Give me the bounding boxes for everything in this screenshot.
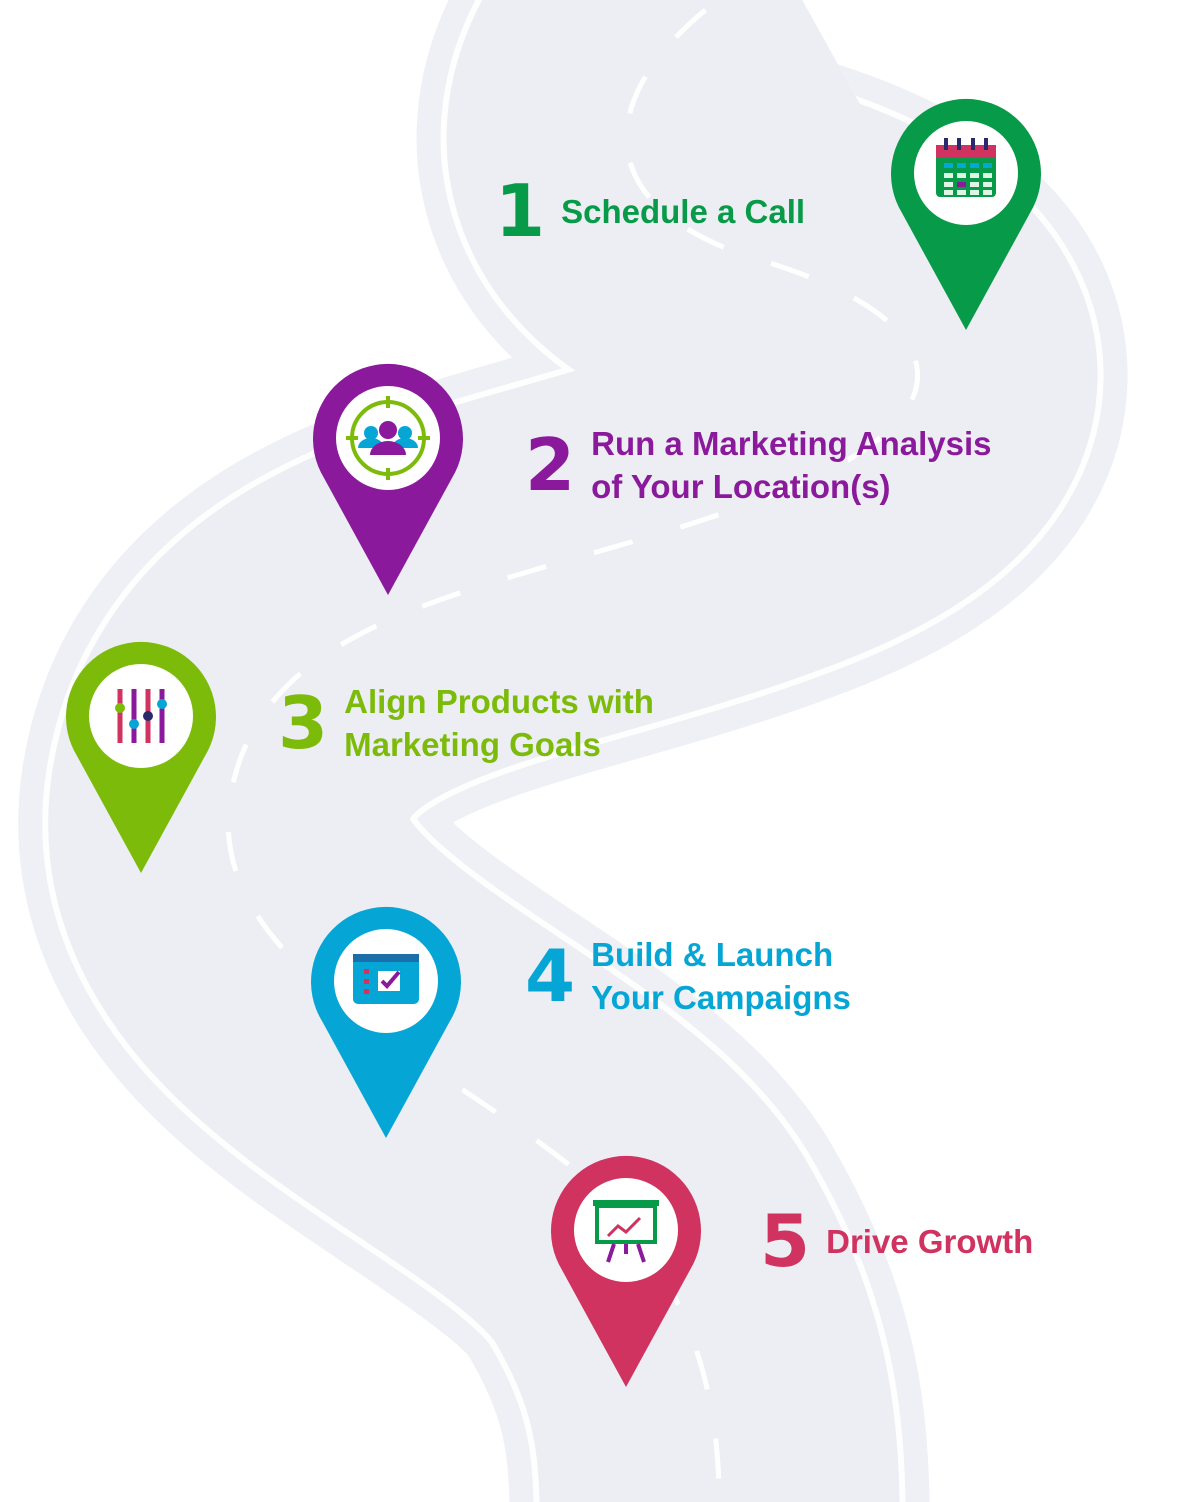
- presentation-chart-icon: [593, 1200, 659, 1263]
- step-label: Schedule a Call: [561, 190, 805, 233]
- step-5: 5 Drive Growth: [760, 1205, 1033, 1277]
- step-label-line: Your Campaigns: [591, 979, 851, 1016]
- map-pin-step-3: [65, 641, 216, 876]
- step-label-line: Schedule a Call: [561, 192, 806, 230]
- road-center-dashes: [225, 0, 920, 1502]
- map-pin-step-4: [311, 906, 461, 1141]
- step-label-line: of Your Location(s): [591, 468, 891, 505]
- step-label-line: Drive Growth: [826, 1222, 1034, 1260]
- step-label: Run a Marketing Analysis of Your Location…: [591, 422, 991, 508]
- step-number: 3: [278, 681, 329, 765]
- step-2: 2 Run a Marketing Analysis of Your Locati…: [525, 422, 992, 508]
- sliders-icon: [115, 689, 167, 743]
- step-label-line: Align Products with: [344, 683, 654, 720]
- map-pin-step-1: [891, 98, 1041, 333]
- step-1: 1 Schedule a Call: [495, 175, 805, 247]
- map-pin-step-5: [551, 1155, 701, 1390]
- step-label-line: Build & Launch: [591, 936, 834, 973]
- step-number: 2: [525, 423, 576, 507]
- step-label: Drive Growth: [826, 1220, 1033, 1263]
- step-number: 5: [760, 1199, 811, 1283]
- target-audience-icon: [346, 396, 430, 480]
- calendar-icon: [936, 138, 996, 197]
- step-label-line: Run a Marketing Analysis: [591, 425, 992, 462]
- step-number: 1: [495, 169, 546, 253]
- step-label-line: Marketing Goals: [344, 726, 601, 763]
- step-number: 4: [525, 934, 576, 1018]
- map-pin-step-2: [313, 363, 463, 598]
- browser-checklist-icon: [353, 954, 419, 1004]
